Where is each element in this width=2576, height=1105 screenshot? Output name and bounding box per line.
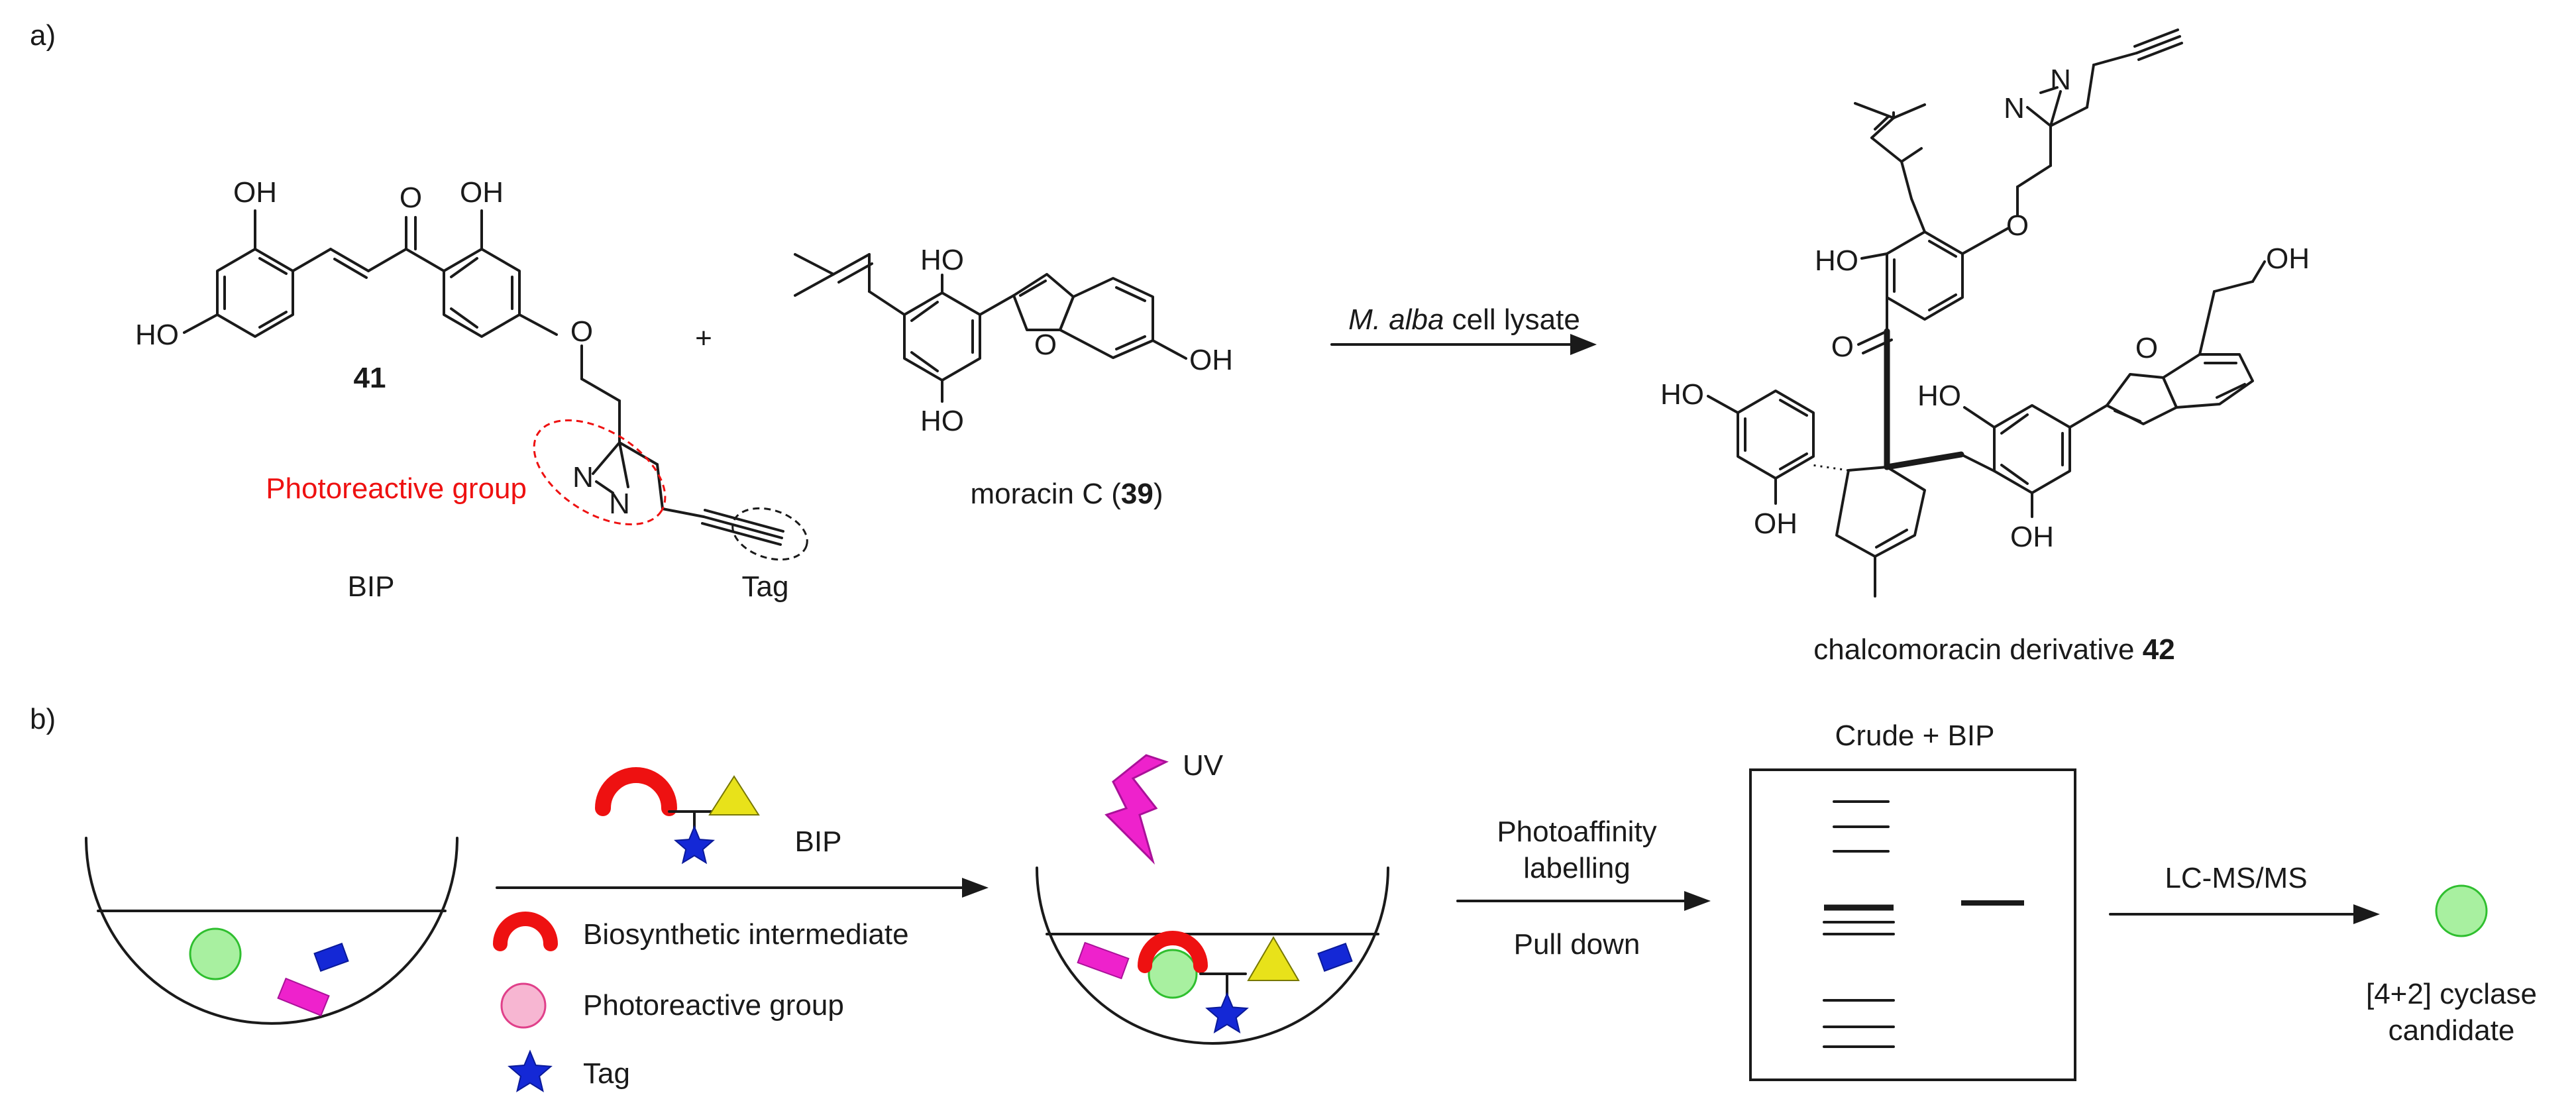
bip-ring-a bbox=[216, 248, 294, 338]
product-central-ring bbox=[1993, 404, 2071, 494]
magenta-protein-block bbox=[1077, 941, 1130, 980]
legend-tag-symbol bbox=[508, 1049, 553, 1092]
blue-protein-block bbox=[1317, 943, 1353, 972]
triangle-shape bbox=[708, 775, 760, 816]
atom-oh: OH bbox=[2010, 521, 2054, 553]
atom-oh: OH bbox=[460, 176, 504, 209]
moracin-benzo-ring bbox=[1059, 277, 1154, 359]
atom-o: O bbox=[1034, 329, 1057, 361]
triangle-shape bbox=[1247, 936, 1300, 981]
tag-highlight bbox=[731, 507, 808, 561]
lysate-bowl-2 bbox=[1036, 754, 1389, 1045]
atom-ho: HO bbox=[1660, 378, 1704, 411]
candidate-label-line2: candidate bbox=[2388, 1014, 2515, 1047]
atom-ho: HO bbox=[920, 405, 964, 437]
atom-oh: OH bbox=[2266, 242, 2310, 275]
compound-41-number: 41 bbox=[354, 362, 386, 394]
tag-label: Tag bbox=[742, 570, 789, 603]
tag-star-shape bbox=[674, 825, 715, 865]
lcms-label: LC-MS/MS bbox=[2165, 862, 2307, 894]
atom-o: O bbox=[2135, 332, 2158, 364]
step-arrowhead-1 bbox=[962, 878, 989, 898]
legend-intermediate-label: Biosynthetic intermediate bbox=[583, 918, 909, 951]
moracin-name: moracin C (39) bbox=[971, 478, 1163, 510]
atom-n: N bbox=[2004, 92, 2025, 125]
photoreactive-highlight bbox=[533, 419, 667, 526]
intermediate-arc-shape bbox=[595, 767, 677, 816]
panel-b-label: b) bbox=[30, 703, 56, 735]
atom-o: O bbox=[2006, 209, 2029, 242]
atom-n: N bbox=[609, 488, 630, 520]
labelling-label: labelling bbox=[1523, 852, 1630, 884]
gel-title: Crude + BIP bbox=[1835, 719, 1995, 752]
product-structure: N N O HO O OH O HO OH HO OH bbox=[1660, 28, 2310, 598]
pulldown-label: Pull down bbox=[1514, 928, 1640, 961]
atom-n: N bbox=[572, 461, 594, 494]
green-protein-circle bbox=[189, 927, 242, 980]
moracin-structure: HO HO O OH bbox=[794, 244, 1233, 437]
legend-photoreactive-label: Photoreactive group bbox=[583, 989, 844, 1022]
atom-o: O bbox=[1831, 331, 1854, 363]
step-arrowhead-2 bbox=[1684, 891, 1711, 911]
uv-label: UV bbox=[1183, 749, 1224, 782]
product-resorcinol-ring bbox=[1737, 390, 1815, 480]
magenta-protein-block bbox=[277, 977, 330, 1017]
bip-ring-b bbox=[443, 248, 521, 338]
bip-icon-label: BIP bbox=[795, 825, 842, 858]
bip-probe-structure: OH HO O OH O N N bbox=[135, 176, 808, 561]
atom-ho: HO bbox=[135, 319, 179, 351]
photoreactive-group-label: Photoreactive group bbox=[266, 472, 527, 505]
atom-ho: HO bbox=[1815, 244, 1858, 277]
product-name: chalcomoracin derivative 42 bbox=[1813, 633, 2174, 666]
plus-sign: + bbox=[695, 322, 712, 354]
bip-probe-icon bbox=[595, 767, 760, 865]
candidate-label-line1: [4+2] cyclase bbox=[2366, 978, 2537, 1010]
tag-star-shape bbox=[1205, 992, 1249, 1034]
bound-intermediate-arc bbox=[1138, 931, 1208, 973]
reaction-arrowhead bbox=[1570, 334, 1597, 355]
photoaffinity-label: Photoaffinity bbox=[1497, 816, 1656, 848]
legend-tag-label: Tag bbox=[583, 1057, 630, 1090]
atom-ho: HO bbox=[920, 244, 964, 276]
atom-n: N bbox=[2050, 64, 2071, 96]
bip-name: BIP bbox=[348, 570, 395, 603]
atom-oh: OH bbox=[1189, 344, 1233, 376]
panel-a-label: a) bbox=[30, 19, 56, 52]
green-protein-circle bbox=[1148, 949, 1198, 999]
blue-protein-block bbox=[313, 943, 349, 972]
legend-photoreactive-symbol bbox=[500, 982, 547, 1029]
atom-oh: OH bbox=[1754, 507, 1798, 540]
gel-box bbox=[1749, 768, 2076, 1081]
atom-o: O bbox=[400, 182, 422, 214]
atom-o: O bbox=[570, 315, 593, 348]
atom-ho: HO bbox=[1917, 380, 1961, 412]
step-arrowhead-3 bbox=[2353, 904, 2380, 924]
moracin-resorcinol-ring bbox=[903, 291, 981, 382]
product-cyclohexene bbox=[1835, 466, 1926, 558]
legend: Biosynthetic intermediate Photoreactive … bbox=[493, 912, 909, 1092]
legend-intermediate-symbol bbox=[493, 912, 558, 951]
lysate-bowl-1 bbox=[85, 837, 458, 1025]
atom-oh: OH bbox=[233, 176, 277, 209]
reaction-condition: M. alba cell lysate bbox=[1348, 303, 1580, 336]
cyclase-candidate-circle bbox=[2435, 884, 2488, 937]
product-prenyl-ring bbox=[1886, 231, 1964, 321]
uv-lightning-icon bbox=[1104, 754, 1169, 865]
